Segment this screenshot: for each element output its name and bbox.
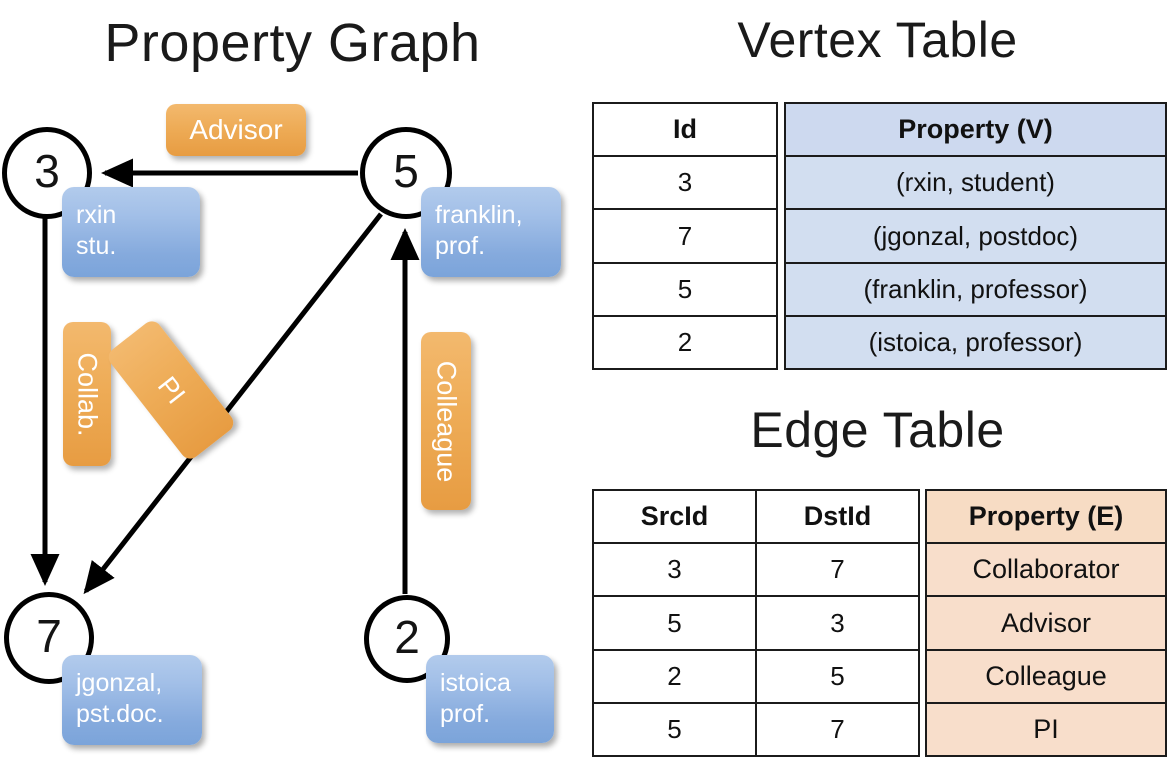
graph-node-2-label: 2: [394, 611, 420, 663]
edge-table-row: 3 7: [594, 544, 918, 598]
vertex-table: Id 3 7 5 2 Property (V) (rxin, student) …: [592, 102, 1167, 370]
vertex-table-header-property: Property (V): [786, 104, 1165, 158]
node-property-2-line1: istoica: [440, 669, 511, 697]
edge-table-cell-dst: 7: [830, 713, 845, 744]
edge-label-text-collab: Collab.: [72, 351, 103, 437]
edge-table-row: 5 7: [594, 703, 918, 756]
vertex-table-cell-property: (jgonzal, postdoc): [786, 210, 1165, 264]
edge-table-header-property: Property (E): [927, 491, 1165, 545]
edge-label-text-advisor: Advisor: [189, 114, 283, 145]
vertex-table-cell-id: 5: [594, 264, 776, 317]
edge-table: SrcId DstId 3 7 5 3 2 5 5 7 Property (E)…: [592, 489, 1167, 757]
graph-node-7-label: 7: [36, 610, 62, 662]
vertex-table-cell-property: (rxin, student): [786, 157, 1165, 211]
node-property-7-line1: jgonzal,: [76, 669, 163, 697]
graph-node-5-label: 5: [393, 145, 419, 197]
page-title-vertex-table: Vertex Table: [737, 12, 1018, 68]
edge-table-cell-dst: 3: [830, 607, 845, 638]
edge-table-property-column: Property (E) Collaborator Advisor Collea…: [925, 489, 1167, 757]
edge-table-row: 5 3: [594, 597, 918, 651]
node-property-3-line2: stu.: [76, 232, 117, 260]
edge-label-text-colleague: Colleague: [431, 360, 462, 482]
edge-table-cell-src: 5: [594, 703, 757, 756]
edge-table-cell-src: 5: [594, 597, 757, 649]
node-property-3-line1: rxin: [76, 201, 117, 229]
graph-node-5[interactable]: 5: [360, 127, 452, 219]
node-property-box-2[interactable]: istoica prof.: [426, 655, 554, 743]
edge-table-cell-dst: 5: [830, 660, 845, 691]
edge-line-5-to-7: [83, 212, 383, 595]
node-property-5-line1: franklin,: [435, 201, 523, 229]
edge-label-text-pi: PI: [151, 370, 192, 409]
property-graph-diagram: 3 5 7 2 rxin stu. franklin, prof. jgonza…: [2, 104, 561, 745]
edge-label-box-collab[interactable]: Collab.: [63, 322, 111, 466]
vertex-table-cell-property: (franklin, professor): [786, 263, 1165, 317]
edge-table-header-row: SrcId DstId: [594, 491, 918, 545]
node-property-5-line2: prof.: [435, 232, 486, 260]
vertex-table-cell-id: 3: [594, 157, 776, 211]
graph-node-2[interactable]: 2: [364, 595, 450, 683]
vertex-table-cell-property: (istoica, professor): [786, 316, 1165, 369]
edge-table-id-columns: SrcId DstId 3 7 5 3 2 5 5 7: [592, 489, 920, 757]
edge-table-cell-src: 3: [594, 544, 757, 596]
node-property-7-line2: pst.doc.: [76, 700, 164, 728]
edge-table-cell-property: PI: [927, 703, 1165, 756]
node-property-box-7[interactable]: jgonzal, pst.doc.: [62, 655, 202, 745]
graph-edge-lines: [30, 158, 420, 595]
edge-table-header-dstid: DstId: [803, 501, 872, 532]
vertex-table-cell-id: 2: [677, 326, 693, 357]
edge-table-row: 2 5: [594, 650, 918, 704]
vertex-table-cell-id: 7: [594, 210, 776, 264]
node-property-box-3[interactable]: rxin stu.: [62, 187, 200, 277]
edge-table-cell-src: 2: [594, 650, 757, 702]
edge-label-box-advisor[interactable]: Advisor: [166, 104, 306, 156]
edge-table-header-srcid: SrcId: [594, 491, 757, 543]
node-property-box-5[interactable]: franklin, prof.: [421, 187, 561, 277]
node-property-2-line2: prof.: [440, 700, 491, 728]
vertex-table-id-column: Id 3 7 5 2: [592, 102, 778, 370]
edge-table-cell-property: Colleague: [927, 650, 1165, 704]
edge-table-cell-property: Collaborator: [927, 544, 1165, 598]
vertex-table-property-column: Property (V) (rxin, student) (jgonzal, p…: [784, 102, 1167, 370]
page-title-property-graph: Property Graph: [104, 13, 481, 73]
page-title-edge-table: Edge Table: [750, 402, 1005, 458]
edge-table-cell-property: Advisor: [927, 597, 1165, 651]
edge-table-cell-dst: 7: [830, 554, 845, 585]
vertex-table-header-id: Id: [594, 104, 776, 158]
graph-node-3-label: 3: [34, 145, 60, 197]
edge-label-box-colleague[interactable]: Colleague: [421, 332, 471, 510]
